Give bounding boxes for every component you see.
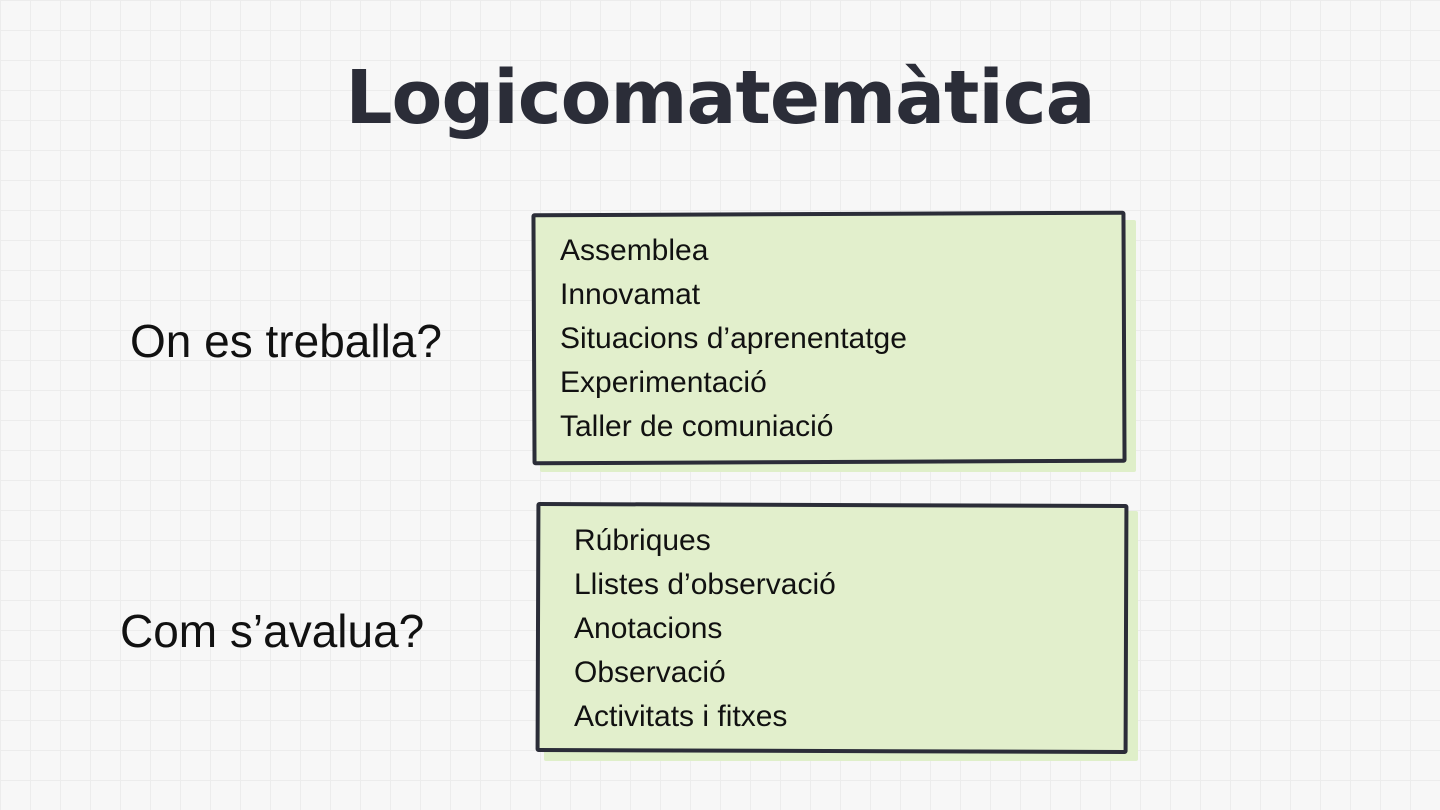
list-item: Observació (574, 656, 726, 689)
list-where-worked: Assemblea Innovamat Situacions d’aprenen… (560, 229, 907, 449)
list-item: Anotacions (574, 612, 723, 645)
list-item: Taller de comuniació (560, 410, 834, 443)
list-item: Assemblea (560, 234, 709, 267)
list-item: Experimentació (560, 366, 767, 399)
list-item: Innovamat (560, 278, 701, 311)
list-item: Rúbriques (574, 524, 711, 557)
question-where-worked: On es treballa? (130, 315, 442, 367)
list-how-evaluated: Rúbriques Llistes d’observació Anotacion… (574, 519, 836, 739)
question-how-evaluated: Com s’avalua? (120, 605, 425, 657)
slide-title: Logicomatemàtica (345, 55, 1095, 141)
list-item: Activitats i fitxes (574, 700, 788, 733)
list-item: Llistes d’observació (574, 568, 836, 601)
list-item: Situacions d’aprenentatge (560, 322, 907, 355)
